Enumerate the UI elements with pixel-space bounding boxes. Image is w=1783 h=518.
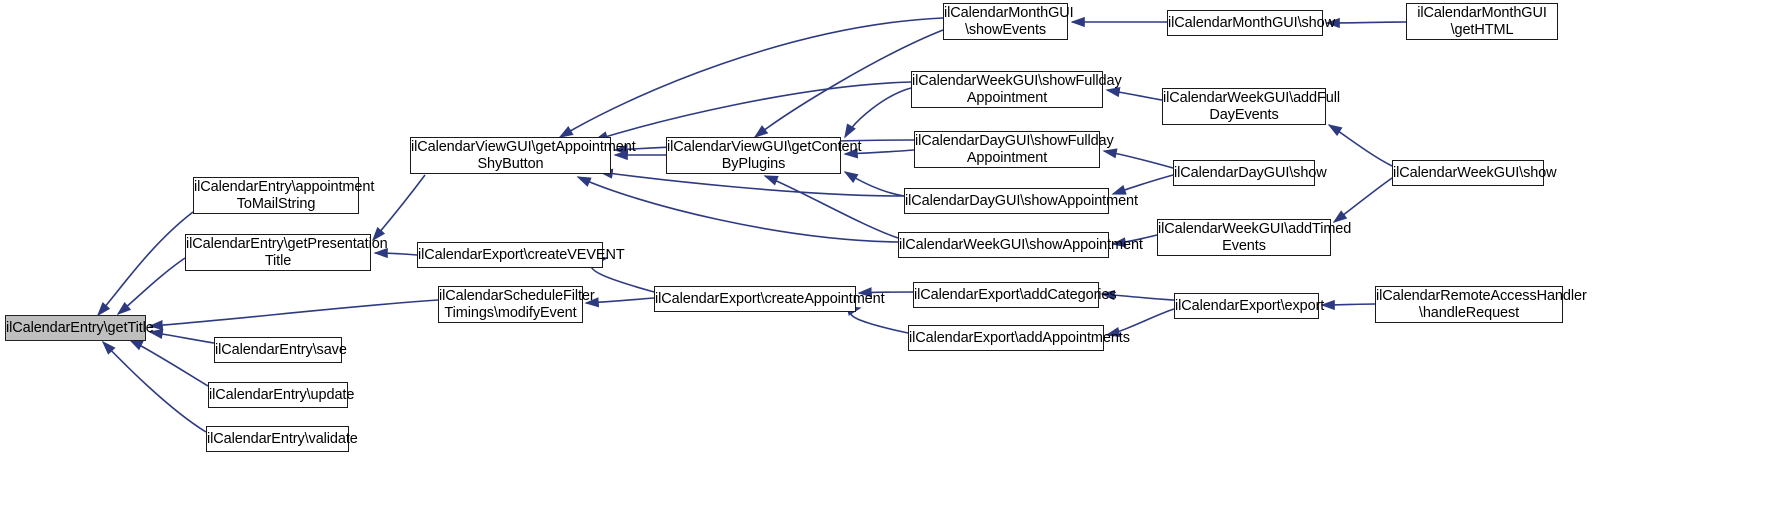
graph-node-addCategories[interactable]: ilCalendarExport\addCategories — [913, 282, 1117, 308]
graph-node-modifyEvent[interactable]: ilCalendarScheduleFilter Timings\modifyE… — [438, 286, 595, 323]
call-edge — [1102, 148, 1174, 169]
graph-node-label: ilCalendarMonthGUI \getHTML — [1417, 4, 1547, 38]
call-edge — [1105, 87, 1163, 101]
call-edge — [96, 211, 194, 317]
graph-node-remoteHandleRequest[interactable]: ilCalendarRemoteAccessHandler \handleReq… — [1375, 286, 1587, 323]
graph-node-apptToMailString[interactable]: ilCalendarEntry\appointment ToMailString — [193, 177, 375, 214]
graph-node-label: ilCalendarMonthGUI\show — [1168, 14, 1335, 31]
call-edge — [584, 297, 655, 308]
graph-node-monthShowEvents[interactable]: ilCalendarMonthGUI \showEvents — [943, 3, 1074, 40]
graph-node-label: ilCalendarEntry\getPresentation Title — [186, 235, 388, 269]
call-edge — [753, 29, 944, 138]
graph-node-label: ilCalendarExport\createAppointment — [655, 290, 885, 307]
call-edge — [843, 171, 905, 197]
graph-node-label: ilCalendarRemoteAccessHandler \handleReq… — [1376, 287, 1587, 321]
graph-node-weekAddTimedEvents[interactable]: ilCalendarWeekGUI\addTimed Events — [1157, 219, 1352, 256]
graph-node-label: ilCalendarEntry\validate — [207, 430, 358, 447]
graph-node-weekAddFullDayEvents[interactable]: ilCalendarWeekGUI\addFull DayEvents — [1162, 88, 1340, 125]
graph-node-monthGetHTML[interactable]: ilCalendarMonthGUI \getHTML — [1406, 3, 1558, 40]
graph-node-label: ilCalendarExport\addAppointments — [909, 329, 1130, 346]
graph-node-label: ilCalendarDayGUI\showAppointment — [905, 192, 1138, 209]
graph-node-label: ilCalendarEntry\update — [209, 386, 355, 403]
graph-node-label: ilCalendarWeekGUI\addTimed Events — [1158, 220, 1352, 254]
graph-node-dayShow[interactable]: ilCalendarDayGUI\show — [1173, 160, 1327, 186]
graph-node-exportFn[interactable]: ilCalendarExport\export — [1174, 293, 1325, 319]
call-edge — [1325, 17, 1407, 29]
graph-node-label: ilCalendarEntry\appointment ToMailString — [194, 178, 375, 212]
graph-node-createAppointment[interactable]: ilCalendarExport\createAppointment — [654, 286, 885, 312]
graph-node-dayShowFullday[interactable]: ilCalendarDayGUI\showFullday Appointment — [914, 131, 1114, 168]
graph-node-getTitle[interactable]: ilCalendarEntry\getTitle — [5, 315, 154, 341]
graph-node-validate[interactable]: ilCalendarEntry\validate — [206, 426, 358, 452]
graph-node-label: ilCalendarWeekGUI\show — [1393, 164, 1557, 181]
call-edge — [857, 287, 914, 298]
graph-node-label: ilCalendarEntry\getTitle — [6, 319, 154, 336]
graph-node-label: ilCalendarWeekGUI\addFull DayEvents — [1163, 89, 1340, 123]
call-edge — [148, 328, 215, 344]
call-edge — [843, 148, 915, 159]
call-edge — [1111, 234, 1158, 248]
call-edge — [576, 176, 899, 243]
graph-node-getContentByPlugins[interactable]: ilCalendarViewGUI\getContent ByPlugins — [666, 137, 862, 174]
call-edge — [101, 340, 207, 433]
graph-node-label: ilCalendarExport\export — [1175, 297, 1325, 314]
graph-node-label: ilCalendarWeekGUI\showFullday Appointmen… — [912, 72, 1122, 106]
graph-node-save[interactable]: ilCalendarEntry\save — [214, 337, 347, 363]
call-edge — [1327, 124, 1393, 167]
graph-node-weekShowFullday[interactable]: ilCalendarWeekGUI\showFullday Appointmen… — [911, 71, 1122, 108]
call-edge — [846, 305, 909, 334]
call-edge — [128, 339, 209, 387]
graph-node-dayShowAppointment[interactable]: ilCalendarDayGUI\showAppointment — [904, 188, 1138, 214]
graph-node-update[interactable]: ilCalendarEntry\update — [208, 382, 355, 408]
graph-node-getPresentationTitle[interactable]: ilCalendarEntry\getPresentation Title — [185, 234, 388, 271]
call-edge — [148, 299, 439, 331]
graph-node-addAppointments[interactable]: ilCalendarExport\addAppointments — [908, 325, 1130, 351]
graph-node-label: ilCalendarExport\addCategories — [914, 286, 1117, 303]
call-edge — [1111, 174, 1174, 195]
graph-node-weekShowAppointment[interactable]: ilCalendarWeekGUI\showAppointment — [898, 232, 1143, 258]
graph-node-label: ilCalendarDayGUI\show — [1174, 164, 1327, 181]
graph-node-getAppointmentShyButton[interactable]: ilCalendarViewGUI\getAppointment ShyButt… — [410, 137, 636, 174]
graph-node-monthShow[interactable]: ilCalendarMonthGUI\show — [1167, 10, 1335, 36]
call-edge — [1100, 290, 1175, 301]
graph-node-label: ilCalendarViewGUI\getContent ByPlugins — [667, 138, 862, 172]
call-edge — [558, 17, 944, 138]
call-edge — [116, 257, 186, 316]
call-edge — [593, 81, 912, 142]
call-edge — [1320, 299, 1376, 311]
call-edge — [598, 168, 905, 197]
graph-node-label: ilCalendarWeekGUI\showAppointment — [899, 236, 1143, 253]
call-edge — [373, 247, 418, 259]
graph-node-label: ilCalendarDayGUI\showFullday Appointment — [915, 132, 1114, 166]
call-edge — [1105, 308, 1175, 338]
graph-node-label: ilCalendarScheduleFilter Timings\modifyE… — [439, 287, 595, 321]
graph-node-label: ilCalendarMonthGUI \showEvents — [944, 4, 1074, 38]
call-edge — [371, 174, 426, 242]
graph-node-label: ilCalendarExport\createVEVENT — [418, 246, 625, 263]
call-edge — [763, 175, 899, 239]
call-edge — [1332, 177, 1393, 223]
graph-node-label: ilCalendarEntry\save — [215, 341, 347, 358]
graph-node-createVEVENT[interactable]: ilCalendarExport\createVEVENT — [417, 242, 625, 268]
graph-node-weekShow[interactable]: ilCalendarWeekGUI\show — [1392, 160, 1557, 186]
graph-node-label: ilCalendarViewGUI\getAppointment ShyButt… — [411, 138, 636, 172]
call-edge — [844, 87, 912, 139]
